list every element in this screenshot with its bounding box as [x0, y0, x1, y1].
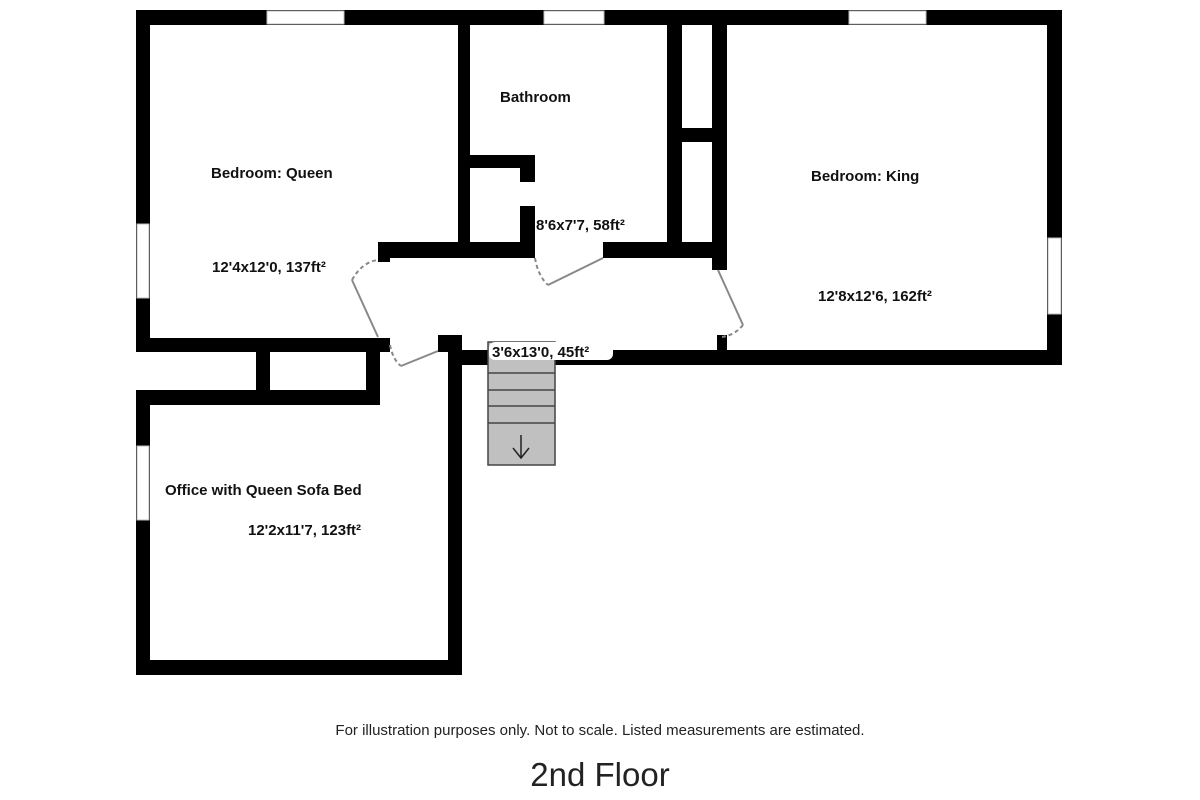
- window: [848, 10, 927, 25]
- room-dims-office: 12'2x11'7, 123ft²: [248, 522, 361, 539]
- room-name-queen: Bedroom: Queen: [211, 165, 333, 182]
- window: [543, 10, 605, 25]
- room-name-office: Office with Queen Sofa Bed: [165, 482, 362, 499]
- doors: [351, 257, 744, 367]
- window: [136, 223, 150, 299]
- room-dims-bathroom: 8'6x7'7, 58ft²: [536, 217, 625, 234]
- door-bath-swing: [534, 257, 549, 286]
- door-bath: [547, 257, 604, 286]
- door-office: [400, 350, 439, 367]
- room-dims-queen: 12'4x12'0, 137ft²: [212, 259, 326, 276]
- floor-title: 2nd Floor: [530, 756, 670, 793]
- stairs: [487, 341, 556, 466]
- room-dims-king: 12'8x12'6, 162ft²: [818, 288, 932, 305]
- windows: [136, 10, 1062, 521]
- room-name-king: Bedroom: King: [811, 168, 919, 185]
- arrow-down-icon: [512, 435, 530, 460]
- door-queen-swing: [351, 259, 379, 281]
- window: [266, 10, 345, 25]
- disclaimer: For illustration purposes only. Not to s…: [335, 722, 865, 739]
- door-office-swing: [389, 344, 402, 367]
- door-queen: [351, 279, 379, 338]
- window: [136, 445, 150, 521]
- room-name-bathroom: Bathroom: [500, 89, 571, 106]
- door-king-swing: [721, 324, 744, 338]
- door-king: [717, 269, 744, 326]
- window: [1047, 237, 1062, 315]
- hallway-label-bg: [489, 342, 613, 360]
- hallway-dims: 3'6x13'0, 45ft²: [492, 344, 589, 361]
